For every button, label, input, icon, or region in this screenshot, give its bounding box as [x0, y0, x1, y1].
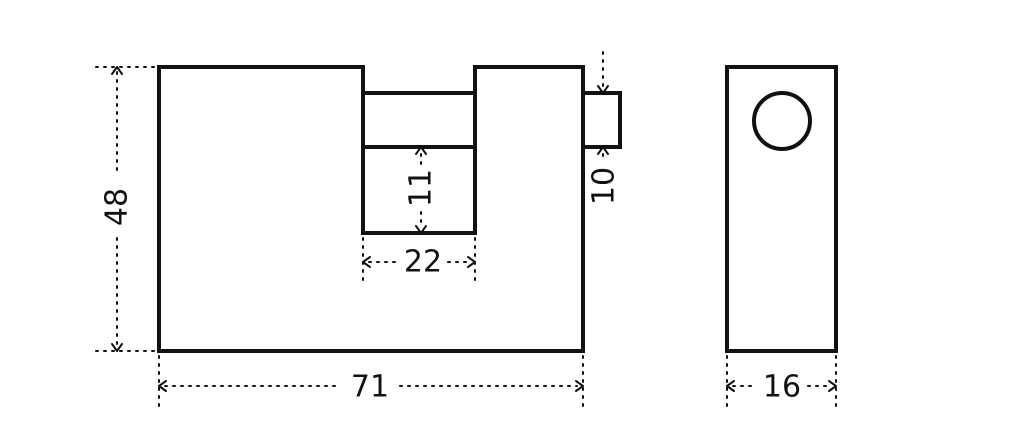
locking-bolt: [581, 91, 622, 149]
height-label: 48: [100, 188, 135, 226]
bolt-height-label: 10: [587, 167, 622, 205]
width-label: 71: [351, 370, 389, 405]
side-body-outline: [725, 65, 838, 353]
side-width-label: 16: [763, 370, 801, 405]
side-view: [725, 65, 838, 353]
opening-depth-label: 11: [404, 169, 439, 207]
opening-width-label: 22: [404, 245, 442, 280]
dimension-width: 71: [158, 355, 584, 411]
shackle-bar-top: [361, 91, 477, 149]
dimension-opening-width: 22: [362, 237, 476, 281]
padlock-body-outline: [157, 65, 585, 353]
keyhole-circle: [752, 91, 812, 151]
dimension-bolt-height: 10: [587, 51, 622, 205]
dimension-side-width: 16: [726, 355, 837, 411]
front-view: [157, 65, 622, 353]
dimension-height: 48: [95, 66, 158, 352]
dimension-opening-depth: 11: [404, 146, 439, 234]
